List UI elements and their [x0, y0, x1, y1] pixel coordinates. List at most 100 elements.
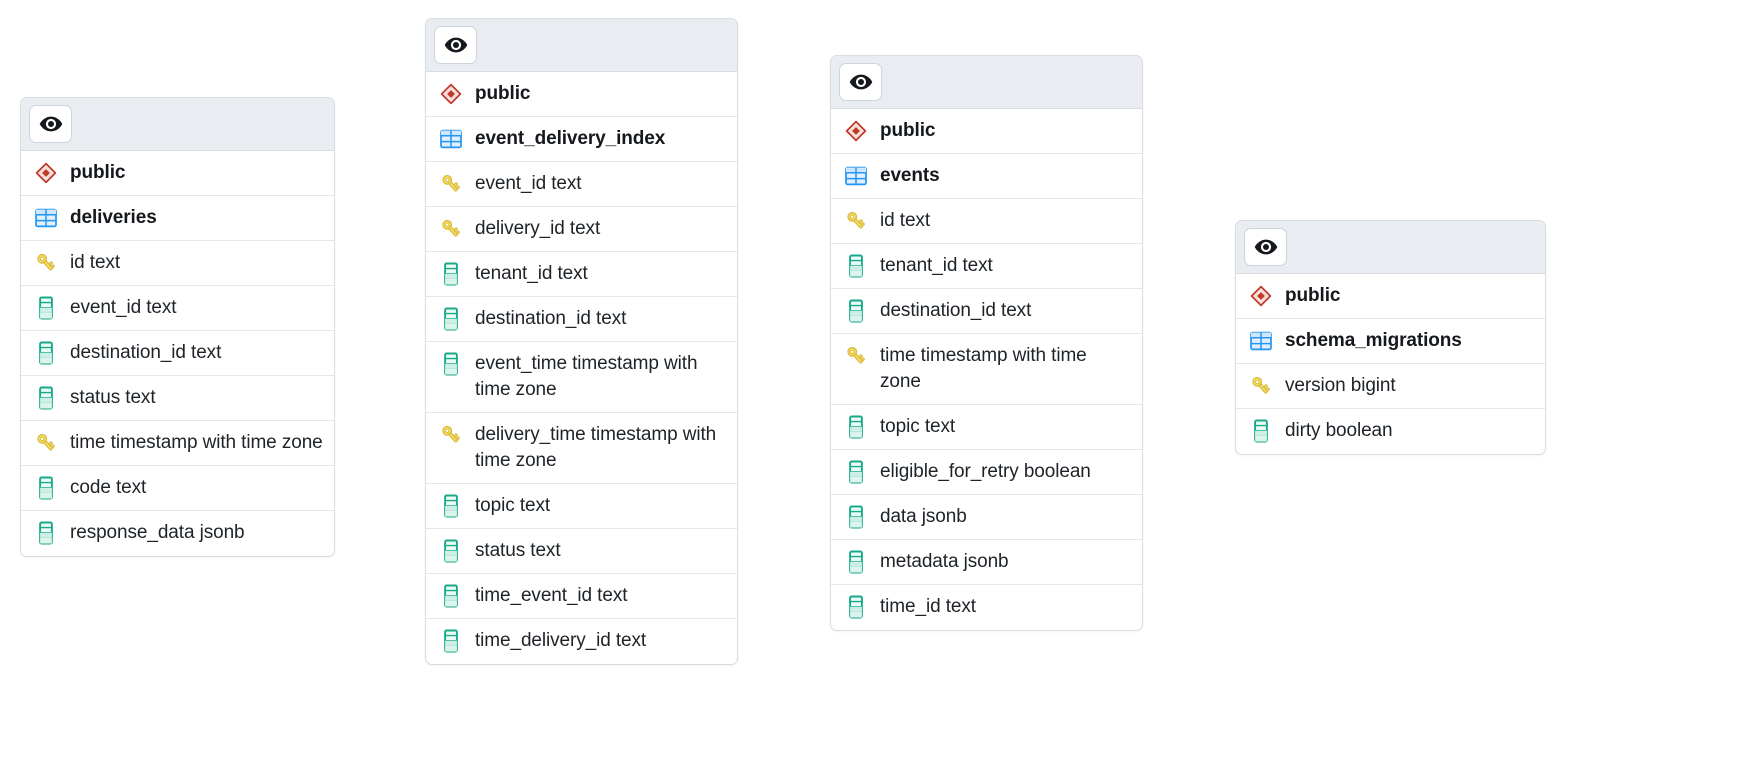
schema-icon — [845, 118, 867, 144]
schema-row[interactable]: public — [1236, 274, 1545, 319]
table-card-events[interactable]: public events id text tenant_id text destina… — [830, 55, 1143, 631]
table-name-row[interactable]: events — [831, 154, 1142, 199]
column-row-label: code text — [70, 477, 147, 498]
column-row-label: topic text — [880, 416, 956, 437]
column-row-label: id text — [70, 252, 120, 273]
schema-row-label: public — [70, 162, 126, 183]
column-row-label: metadata jsonb — [880, 551, 1009, 572]
column-icon — [845, 549, 867, 575]
table-icon — [35, 205, 57, 231]
column-icon — [440, 306, 462, 332]
column-row-label: time_event_id text — [475, 585, 628, 606]
schema-icon — [440, 81, 462, 107]
column-icon — [35, 475, 57, 501]
column-row[interactable]: metadata jsonb — [831, 540, 1142, 585]
schema-row[interactable]: public — [426, 72, 737, 117]
primary-key-icon — [440, 216, 462, 242]
table-name-row-label: events — [880, 165, 940, 186]
column-row[interactable]: tenant_id text — [831, 244, 1142, 289]
column-row[interactable]: time timestamp with time zone — [831, 334, 1142, 405]
column-row[interactable]: eligible_for_retry boolean — [831, 450, 1142, 495]
column-row-label: topic text — [475, 495, 551, 516]
table-name-row[interactable]: deliveries — [21, 196, 334, 241]
table-name-row[interactable]: schema_migrations — [1236, 319, 1545, 364]
column-row-label: time_delivery_id text — [475, 630, 647, 651]
column-row[interactable]: destination_id text — [831, 289, 1142, 334]
table-name-row[interactable]: event_delivery_index — [426, 117, 737, 162]
card-header — [831, 56, 1142, 109]
column-icon — [845, 414, 867, 440]
column-row[interactable]: event_id text — [21, 286, 334, 331]
column-row-label: destination_id text — [70, 342, 222, 363]
column-row[interactable]: status text — [21, 376, 334, 421]
column-row[interactable]: tenant_id text — [426, 252, 737, 297]
column-row-label: destination_id text — [880, 300, 1032, 321]
schema-row-label: public — [880, 120, 936, 141]
column-row[interactable]: data jsonb — [831, 495, 1142, 540]
table-icon — [1250, 328, 1272, 354]
primary-key-icon — [440, 422, 462, 448]
column-row[interactable]: code text — [21, 466, 334, 511]
column-row[interactable]: time_delivery_id text — [426, 619, 737, 664]
column-row[interactable]: time_event_id text — [426, 574, 737, 619]
primary-key-icon — [1250, 373, 1272, 399]
column-row[interactable]: topic text — [426, 484, 737, 529]
column-icon — [845, 253, 867, 279]
column-row[interactable]: time_id text — [831, 585, 1142, 630]
column-icon — [440, 493, 462, 519]
column-row[interactable]: topic text — [831, 405, 1142, 450]
column-row-label: time_id text — [880, 596, 976, 617]
column-row-label: id text — [880, 210, 930, 231]
table-name-row-label: deliveries — [70, 207, 157, 228]
column-icon — [440, 261, 462, 287]
column-icon — [845, 504, 867, 530]
column-row[interactable]: dirty boolean — [1236, 409, 1545, 454]
column-row[interactable]: version bigint — [1236, 364, 1545, 409]
column-row[interactable]: status text — [426, 529, 737, 574]
table-icon — [845, 163, 867, 189]
column-icon — [1250, 418, 1272, 444]
column-row[interactable]: time timestamp with time zone — [21, 421, 334, 466]
eye-icon[interactable] — [839, 63, 882, 101]
schema-row[interactable]: public — [831, 109, 1142, 154]
schema-row-label: public — [1285, 285, 1341, 306]
schema-row[interactable]: public — [21, 151, 334, 196]
column-row-label: destination_id text — [475, 308, 627, 329]
eye-icon[interactable] — [1244, 228, 1287, 266]
primary-key-icon — [845, 208, 867, 234]
column-row[interactable]: id text — [831, 199, 1142, 244]
column-row[interactable]: event_time timestamp with time zone — [426, 342, 737, 413]
column-row-label: status text — [70, 387, 156, 408]
column-row-label: time timestamp with time zone — [70, 432, 323, 453]
column-row-label: tenant_id text — [475, 263, 588, 284]
eye-icon[interactable] — [29, 105, 72, 143]
column-icon — [845, 298, 867, 324]
column-row-label: response_data jsonb — [70, 522, 245, 543]
column-icon — [845, 594, 867, 620]
column-icon — [35, 520, 57, 546]
column-row[interactable]: response_data jsonb — [21, 511, 334, 556]
column-row-label: status text — [475, 540, 561, 561]
column-row-label: tenant_id text — [880, 255, 993, 276]
column-row[interactable]: event_id text — [426, 162, 737, 207]
column-row[interactable]: delivery_id text — [426, 207, 737, 252]
column-icon — [845, 459, 867, 485]
primary-key-icon — [440, 171, 462, 197]
column-icon — [35, 295, 57, 321]
column-row-label: delivery_time timestamp with time zone — [475, 424, 717, 471]
column-icon — [35, 385, 57, 411]
column-row[interactable]: delivery_time timestamp with time zone — [426, 413, 737, 484]
primary-key-icon — [845, 343, 867, 369]
column-row[interactable]: destination_id text — [426, 297, 737, 342]
column-row[interactable]: destination_id text — [21, 331, 334, 376]
primary-key-icon — [35, 250, 57, 276]
eye-icon[interactable] — [434, 26, 477, 64]
table-name-row-label: schema_migrations — [1285, 330, 1462, 351]
column-row[interactable]: id text — [21, 241, 334, 286]
table-card-deliveries[interactable]: public deliveries id text event_id text dest… — [20, 97, 335, 557]
card-header — [1236, 221, 1545, 274]
card-header — [21, 98, 334, 151]
